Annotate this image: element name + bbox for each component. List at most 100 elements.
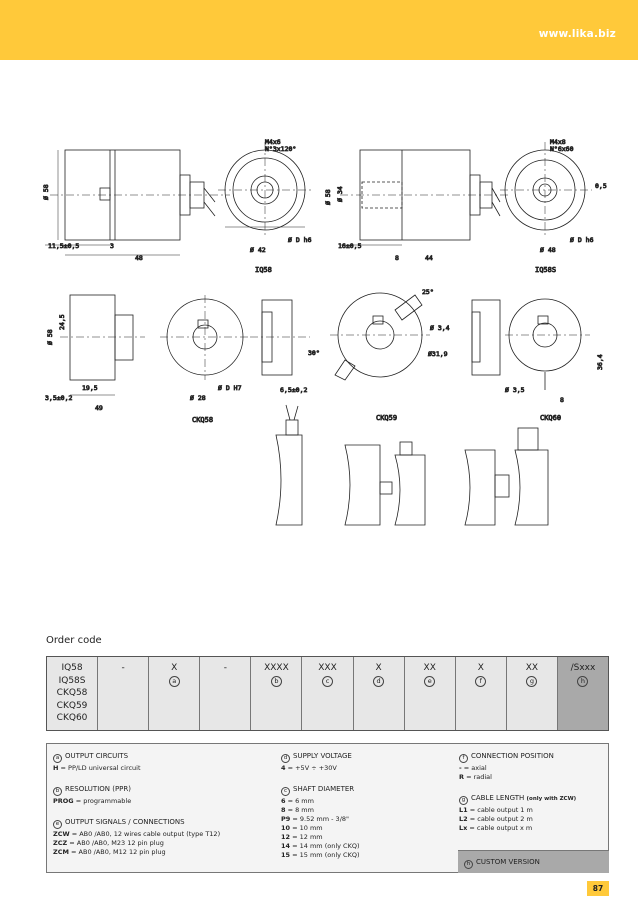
label-m4-b: M4x8 bbox=[550, 138, 566, 146]
site-url[interactable]: www.lika.biz bbox=[538, 28, 616, 40]
code-value: XX bbox=[423, 663, 436, 673]
legend-item: ZCW = AB0 /AB0, 12 wires cable output (t… bbox=[53, 830, 221, 838]
label-off5: 6,5±0,2 bbox=[280, 386, 307, 394]
drawing-ckq59: 6,5±0,2 25° Ø 3,4 Ø31,9 30° CKQ59 bbox=[250, 288, 450, 422]
label-off4: 3,5±0,2 bbox=[45, 394, 72, 402]
code-cell-b: XXXX b bbox=[250, 657, 301, 730]
label-d28: Ø 28 bbox=[190, 394, 206, 402]
label-d35: Ø 3,5 bbox=[505, 386, 525, 394]
label-len48: 48 bbox=[135, 254, 143, 262]
legend-item: 8 = 8 mm bbox=[281, 806, 314, 814]
code-cell-c: XXX c bbox=[301, 657, 352, 730]
legend-title: CONNECTION POSITION bbox=[471, 752, 554, 760]
legend-note: (only with ZCW) bbox=[526, 796, 577, 802]
code-cell-f: X f bbox=[454, 657, 506, 730]
label-d58-s: Ø 58 bbox=[324, 189, 332, 205]
drawing-iq58-front: M4x6 N°3x120° Ø D h6 Ø 42 IQ58 bbox=[218, 138, 312, 274]
legend-title: OUTPUT SIGNALS / CONNECTIONS bbox=[65, 818, 185, 826]
code-value: - bbox=[121, 663, 125, 673]
legend-title: CABLE LENGTH bbox=[471, 794, 525, 802]
code-cell-a: X a bbox=[148, 657, 199, 730]
legend-item: ZCZ = AB0 /AB0, M23 12 pin plug bbox=[53, 839, 164, 847]
model-item: CKQ58 bbox=[56, 688, 88, 698]
caption-ckq58: CKQ58 bbox=[192, 416, 213, 424]
legend-key: h bbox=[464, 860, 473, 869]
label-len3: 3 bbox=[110, 242, 114, 250]
label-d319: Ø31,9 bbox=[428, 350, 448, 358]
code-value: /Sxxx bbox=[570, 663, 596, 673]
code-cell-g: XX g bbox=[505, 657, 557, 730]
model-list: IQ58 IQ58S CKQ58 CKQ59 CKQ60 bbox=[47, 657, 97, 730]
order-code-title: Order code bbox=[46, 635, 102, 646]
legend-title: SHAFT DIAMETER bbox=[293, 785, 355, 793]
code-key: d bbox=[373, 676, 385, 687]
code-key: f bbox=[475, 676, 487, 687]
legend-key: c bbox=[281, 787, 290, 796]
legend-item: ZCM = AB0 /AB0, M12 12 pin plug bbox=[53, 848, 166, 856]
code-value: - bbox=[223, 663, 227, 673]
label-ang25: 25° bbox=[422, 288, 434, 296]
code-value: XXX bbox=[318, 663, 337, 673]
legend-item: R = radial bbox=[459, 773, 492, 781]
label-len8-c: 8 bbox=[560, 396, 564, 404]
code-value: X bbox=[477, 663, 484, 673]
label-off3: 19,5 bbox=[82, 384, 98, 392]
drawing-iq58s-side: Ø 58 Ø 34 16±0,5 8 44 bbox=[324, 149, 510, 262]
label-d58-c: Ø 58 bbox=[46, 329, 54, 345]
model-item: CKQ60 bbox=[56, 713, 88, 723]
code-value: X bbox=[375, 663, 382, 673]
code-value: XX bbox=[525, 663, 539, 673]
legend-item: 10 = 10 mm bbox=[281, 824, 323, 832]
code-cell-e: XX e bbox=[403, 657, 455, 730]
legend-title: OUTPUT CIRCUITS bbox=[65, 752, 129, 760]
drawing-connection-variants bbox=[275, 404, 549, 526]
label-off2: 16±0,5 bbox=[338, 242, 362, 250]
label-ang30: 30° bbox=[308, 349, 320, 357]
legend-item: 12 = 12 mm bbox=[281, 833, 323, 841]
legend-key: f bbox=[459, 754, 468, 763]
label-l05: 0,5 bbox=[595, 182, 607, 190]
label-off1: 11,5±0,5 bbox=[48, 242, 79, 250]
label-m4-a2: N°3x120° bbox=[265, 145, 296, 153]
code-cell-separator-2: - bbox=[199, 657, 250, 730]
label-m4-a: M4x6 bbox=[265, 138, 281, 146]
code-cell-d: X d bbox=[352, 657, 404, 730]
legend-key: e bbox=[53, 820, 62, 829]
label-d34: Ø 34 bbox=[336, 186, 344, 202]
legend-key: b bbox=[53, 787, 62, 796]
drawing-ckq58: Ø 58 24,5 19,5 3,5±0,2 49 Ø D H7 Ø 28 CK… bbox=[45, 294, 250, 424]
page-number: 87 bbox=[587, 881, 609, 896]
legend-key: d bbox=[281, 754, 290, 763]
drawing-ckq60: 36,4 Ø 3,5 8 CKQ60 bbox=[471, 298, 604, 422]
legend-title: CUSTOM VERSION bbox=[476, 858, 540, 866]
legend-item: 4 = +5V ÷ +30V bbox=[281, 764, 337, 772]
legend-key: a bbox=[53, 754, 62, 763]
legend-item: 6 = 6 mm bbox=[281, 797, 314, 805]
label-h245: 24,5 bbox=[58, 314, 66, 330]
code-key: e bbox=[424, 676, 436, 687]
code-key: b bbox=[270, 676, 282, 687]
legend-item: H = PP/LD universal circuit bbox=[53, 764, 141, 772]
legend-item: L1 = cable output 1 m bbox=[459, 806, 533, 814]
code-key: g bbox=[526, 676, 538, 687]
label-d48: Ø 48 bbox=[540, 246, 556, 254]
caption-iq58s: IQ58S bbox=[535, 266, 556, 274]
caption-ckq59: CKQ59 bbox=[376, 414, 397, 422]
code-value: XXXX bbox=[264, 663, 289, 673]
label-d58: Ø 58 bbox=[42, 184, 50, 200]
technical-drawings: Ø 58 11,5±0,5 3 48 M4x6 N°3x120° Ø D h6 … bbox=[40, 130, 610, 530]
caption-ckq60: CKQ60 bbox=[540, 414, 561, 422]
drawing-iq58-side: Ø 58 11,5±0,5 3 48 bbox=[42, 149, 230, 262]
model-item: IQ58 bbox=[61, 663, 83, 673]
legend-item: L2 = cable output 2 m bbox=[459, 815, 533, 823]
label-d42: Ø 42 bbox=[250, 246, 266, 254]
caption-iq58: IQ58 bbox=[255, 266, 272, 274]
